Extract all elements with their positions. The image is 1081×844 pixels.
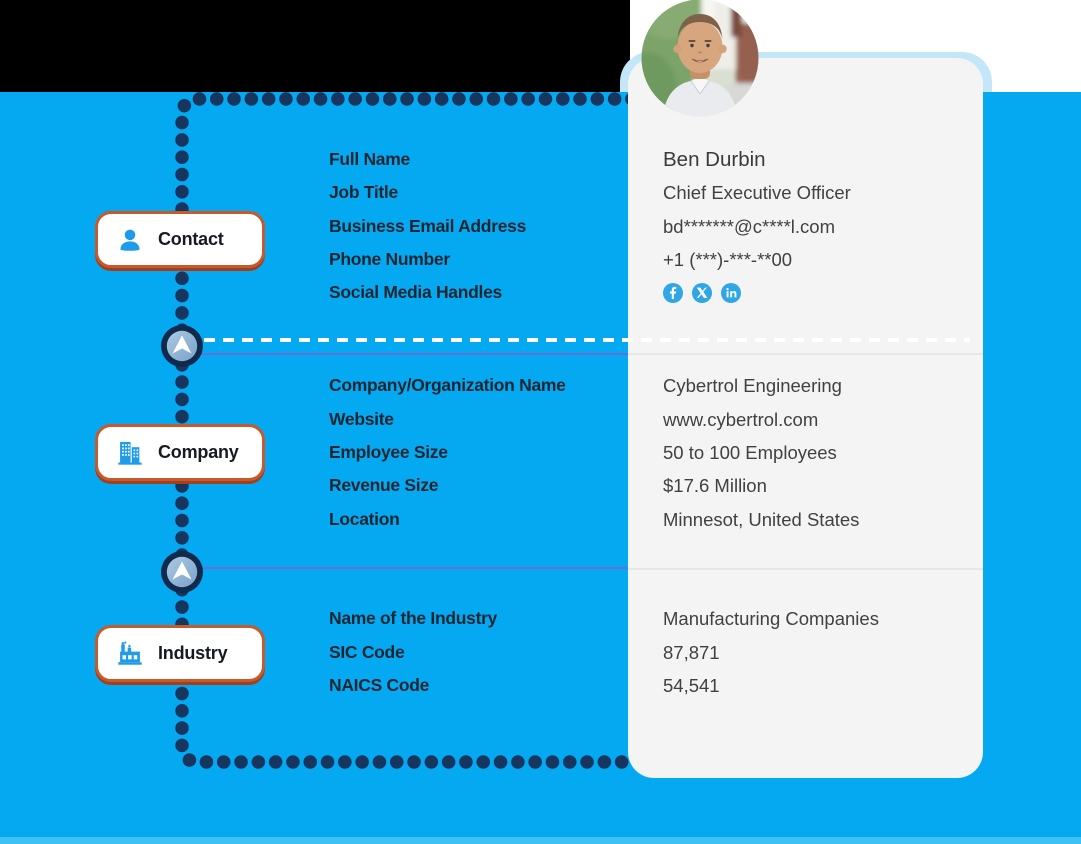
buildings-icon: [118, 441, 142, 465]
step-badge-company: Company: [95, 424, 265, 481]
card-divider-1: [628, 353, 983, 355]
field-label: Revenue Size: [329, 475, 439, 496]
field-label: Phone Number: [329, 249, 450, 270]
black-header-bar: [0, 0, 630, 92]
website-value: www.cybertrol.com: [663, 408, 819, 430]
arrow-up-node-2: [161, 551, 203, 593]
factory-icon: [118, 641, 142, 665]
x-icon[interactable]: [692, 283, 712, 304]
contact-values: Ben Durbin Chief Executive Officer bd***…: [663, 143, 973, 310]
revenue-size-value: $17.6 Million: [663, 475, 767, 497]
job-title-value: Chief Executive Officer: [663, 182, 851, 204]
person-icon: [120, 229, 140, 251]
industry-field-labels: Name of the Industry SIC Code NAICS Code: [329, 602, 659, 702]
section-connector-line-2: [200, 567, 630, 569]
company-field-labels: Company/Organization Name Website Employ…: [329, 369, 659, 536]
employee-size-value: 50 to 100 Employees: [663, 442, 837, 464]
white-dashed-line: [204, 338, 970, 342]
company-values: Cybertrol Engineering www.cybertrol.com …: [663, 369, 973, 536]
step-label: Contact: [158, 229, 224, 249]
profile-card: [628, 58, 983, 778]
field-label: Employee Size: [329, 442, 448, 463]
contact-field-labels: Full Name Job Title Business Email Addre…: [329, 143, 659, 310]
field-label: Job Title: [329, 182, 398, 203]
location-value: Minnesot, United States: [663, 508, 860, 530]
step-badge-industry: Industry: [95, 625, 265, 682]
industry-name-value: Manufacturing Companies: [663, 608, 879, 630]
field-label: Social Media Handles: [329, 282, 502, 303]
avatar: [641, 0, 759, 117]
field-label: NAICS Code: [329, 675, 430, 696]
field-label: Website: [329, 408, 394, 429]
industry-values: Manufacturing Companies 87,871 54,541: [663, 602, 973, 702]
chevron-up-icon: [172, 561, 192, 580]
field-label: Full Name: [329, 149, 410, 169]
field-label: SIC Code: [329, 641, 405, 662]
phone-value: +1 (***)-***-**00: [663, 249, 793, 271]
bottom-strip: [0, 837, 1081, 844]
arrow-up-node-1: [161, 325, 203, 367]
facebook-icon[interactable]: [663, 283, 683, 304]
step-badge-contact: Contact: [95, 211, 265, 268]
naics-code-value: 54,541: [663, 675, 720, 697]
social-media-row: [663, 276, 973, 309]
field-label: Company/Organization Name: [329, 375, 566, 396]
email-value: bd*******@c****l.com: [663, 215, 836, 237]
step-label: Industry: [158, 643, 228, 663]
section-connector-line-1: [200, 353, 630, 355]
sic-code-value: 87,871: [663, 641, 720, 663]
field-label: Location: [329, 508, 400, 529]
step-label: Company: [158, 442, 239, 462]
linkedin-icon[interactable]: [721, 283, 741, 304]
full-name-value: Ben Durbin: [663, 148, 766, 171]
field-label: Name of the Industry: [329, 608, 498, 629]
chevron-up-icon: [172, 335, 192, 354]
company-name-value: Cybertrol Engineering: [663, 375, 842, 397]
card-divider-2: [628, 568, 983, 570]
field-label: Business Email Address: [329, 215, 527, 236]
